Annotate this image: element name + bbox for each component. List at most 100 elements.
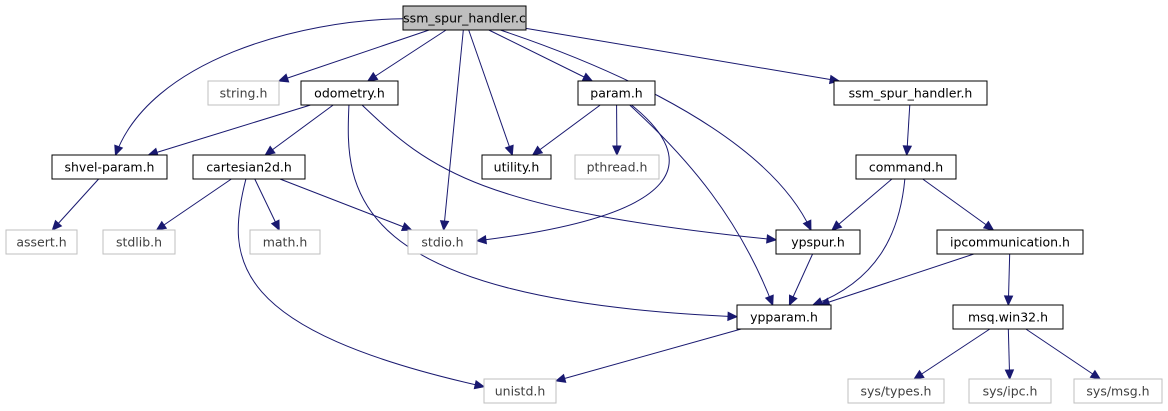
node-label-command: command.h xyxy=(869,160,943,175)
node-box-math xyxy=(249,229,321,255)
arrowhead-ipc-to-msq xyxy=(1003,295,1014,307)
edge-root-to-string xyxy=(278,29,430,82)
arrowhead-root-to-odometry xyxy=(366,71,379,82)
node-assert: assert.h xyxy=(5,229,78,255)
node-box-command xyxy=(855,154,957,180)
arrowhead-root-to-string xyxy=(277,73,290,83)
node-box-msq xyxy=(952,304,1064,330)
node-label-odometry: odometry.h xyxy=(314,86,385,101)
node-shvel[interactable]: shvel-param.h xyxy=(51,154,168,180)
node-label-unistd: unistd.h xyxy=(495,384,546,399)
node-label-math: math.h xyxy=(263,235,308,250)
node-label-pthread: pthread.h xyxy=(587,160,648,175)
node-handler_h[interactable]: ssm_spur_handler.h xyxy=(833,80,988,106)
node-label-msq: msq.win32.h xyxy=(968,310,1048,325)
node-label-root: ssm_spur_handler.c xyxy=(403,11,526,26)
node-label-string: string.h xyxy=(220,86,268,101)
node-pthread: pthread.h xyxy=(574,154,660,180)
node-box-pthread xyxy=(574,154,660,180)
node-label-systypes: sys/types.h xyxy=(861,384,932,399)
arrowhead-root-to-utility xyxy=(504,144,514,157)
node-utility[interactable]: utility.h xyxy=(481,154,552,180)
arrowhead-cartesian-to-math xyxy=(270,219,280,232)
node-cartesian[interactable]: cartesian2d.h xyxy=(192,154,306,180)
node-root[interactable]: ssm_spur_handler.c xyxy=(402,5,527,31)
arrowhead-shvel-to-assert xyxy=(51,219,63,231)
node-box-ipc xyxy=(936,229,1084,255)
edge-odometry-to-shvel xyxy=(148,104,311,156)
node-label-shvel: shvel-param.h xyxy=(65,160,155,175)
edge-root-to-utility xyxy=(468,29,513,156)
edge-command-to-ypspur xyxy=(831,178,893,231)
edge-root-to-param xyxy=(488,29,593,82)
arrowhead-cartesian-to-stdlib xyxy=(155,220,168,231)
arrowhead-odometry-to-cartesian xyxy=(264,145,276,156)
node-label-cartesian: cartesian2d.h xyxy=(206,160,292,175)
node-ypparam[interactable]: ypparam.h xyxy=(736,304,832,330)
edge-msq-to-systypes xyxy=(913,328,991,380)
node-box-stdlib xyxy=(102,229,176,255)
node-box-utility xyxy=(481,154,552,180)
node-stdio: stdio.h xyxy=(407,229,478,255)
edge-ypparam-to-unistd xyxy=(555,328,742,382)
arrowhead-param-to-utility xyxy=(531,145,544,156)
edge-root-to-odometry xyxy=(367,29,447,82)
edge-cartesian-to-stdio xyxy=(279,178,412,231)
node-box-param xyxy=(577,80,656,106)
node-math: math.h xyxy=(249,229,321,255)
node-ypspur[interactable]: ypspur.h xyxy=(775,229,861,255)
edge-layer xyxy=(51,18,1102,390)
node-box-stdio xyxy=(407,229,478,255)
arrowhead-root-to-shvel xyxy=(114,144,124,157)
node-box-root xyxy=(402,5,527,31)
node-stdlib: stdlib.h xyxy=(102,229,176,255)
node-box-sysipc xyxy=(968,378,1052,404)
edge-param-to-utility xyxy=(532,104,601,156)
node-box-string xyxy=(207,80,280,106)
arrowhead-root-to-ypspur xyxy=(802,219,812,232)
node-label-ipc: ipcommunication.h xyxy=(950,235,1070,250)
node-label-ypparam: ypparam.h xyxy=(750,310,818,325)
edge-param-to-stdio xyxy=(476,104,670,242)
node-command[interactable]: command.h xyxy=(855,154,957,180)
arrowhead-msq-to-sysipc xyxy=(1004,369,1015,381)
node-box-assert xyxy=(5,229,78,255)
node-label-stdio: stdio.h xyxy=(421,235,463,250)
node-ipc[interactable]: ipcommunication.h xyxy=(936,229,1084,255)
edge-cartesian-to-stdlib xyxy=(156,178,232,231)
node-unistd: unistd.h xyxy=(483,378,557,404)
node-label-sysipc: sys/ipc.h xyxy=(983,384,1038,399)
arrowhead-odometry-to-ypspur xyxy=(766,234,778,244)
arrowhead-cartesian-to-unistd xyxy=(473,379,486,390)
edge-shvel-to-assert xyxy=(52,178,99,231)
edge-command-to-ypparam xyxy=(812,178,906,306)
arrowhead-param-to-stdio xyxy=(475,234,488,245)
edge-odometry-to-ypspur xyxy=(361,104,777,241)
node-box-handler_h xyxy=(833,80,988,106)
node-layer: ssm_spur_handler.c string.h odometry.h para… xyxy=(5,5,1163,404)
node-box-sysmsg xyxy=(1073,378,1163,404)
node-sysipc: sys/ipc.h xyxy=(968,378,1052,404)
arrowhead-odometry-to-ypparam xyxy=(727,311,739,322)
node-msq[interactable]: msq.win32.h xyxy=(952,304,1064,330)
node-box-shvel xyxy=(51,154,168,180)
edge-root-to-ypspur xyxy=(500,29,812,231)
arrowhead-root-to-stdio xyxy=(439,220,450,232)
node-box-systypes xyxy=(847,378,945,404)
edge-odometry-to-cartesian xyxy=(265,104,334,156)
arrowhead-cartesian-to-stdio xyxy=(400,222,413,232)
edge-root-to-handler_h xyxy=(525,27,840,82)
node-param[interactable]: param.h xyxy=(577,80,656,106)
node-label-handler_h: ssm_spur_handler.h xyxy=(849,86,973,101)
edge-param-to-ypparam xyxy=(629,104,774,306)
node-sysmsg: sys/msg.h xyxy=(1073,378,1163,404)
node-label-sysmsg: sys/msg.h xyxy=(1086,384,1149,399)
node-box-ypspur xyxy=(775,229,861,255)
node-odometry[interactable]: odometry.h xyxy=(300,80,399,106)
arrowhead-command-to-ypspur xyxy=(831,220,843,231)
node-box-unistd xyxy=(483,378,557,404)
arrowhead-param-to-ypparam xyxy=(764,294,774,307)
arrowhead-msq-to-systypes xyxy=(913,369,925,380)
node-box-odometry xyxy=(300,80,399,106)
